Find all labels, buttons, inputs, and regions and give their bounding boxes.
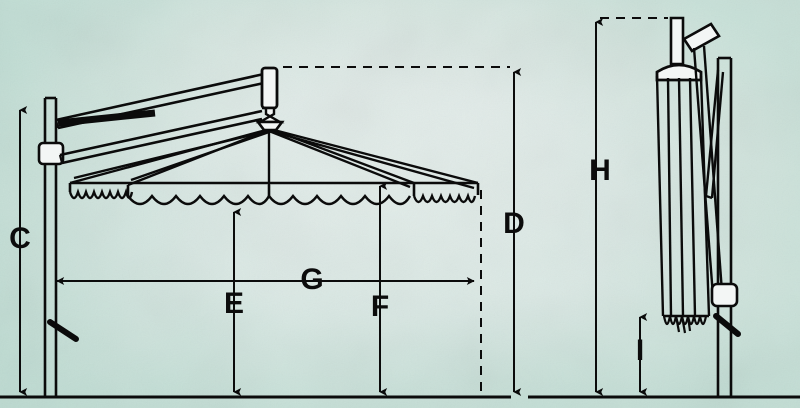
closed-support-mast [716, 56, 733, 397]
open-umbrella-view [37, 66, 480, 397]
crank-handle [47, 319, 79, 342]
furled-valance-fringe [662, 315, 708, 334]
dimension-label-D: D [503, 207, 525, 240]
dimension-labels: C D E F G H I [9, 154, 644, 367]
dimension-label-C: C [9, 222, 31, 255]
canopy-valance-left [68, 187, 134, 200]
dimension-arrows [19, 17, 648, 397]
canopy-hub [255, 106, 285, 132]
closed-umbrella-view [655, 16, 741, 397]
canopy-valance-right [412, 192, 477, 204]
extension-lines [283, 17, 668, 394]
dimension-label-E: E [224, 287, 244, 320]
closed-finial [669, 16, 685, 66]
folded-arm-head [682, 22, 721, 53]
canopy-valance-main [127, 194, 412, 206]
closed-mast-collar [710, 282, 739, 308]
dimension-label-G: G [300, 263, 323, 296]
cantilever-lower-arm [58, 109, 263, 165]
closed-crank-handle [713, 313, 741, 337]
dimension-label-F: F [371, 290, 389, 323]
dimension-label-I: I [636, 334, 644, 367]
canopy-ribs [69, 128, 479, 190]
arm-inner-strut [57, 109, 156, 127]
finial [260, 66, 279, 110]
dimension-label-H: H [589, 154, 611, 187]
mast-collar [37, 141, 65, 166]
canopy-rim [68, 181, 480, 196]
